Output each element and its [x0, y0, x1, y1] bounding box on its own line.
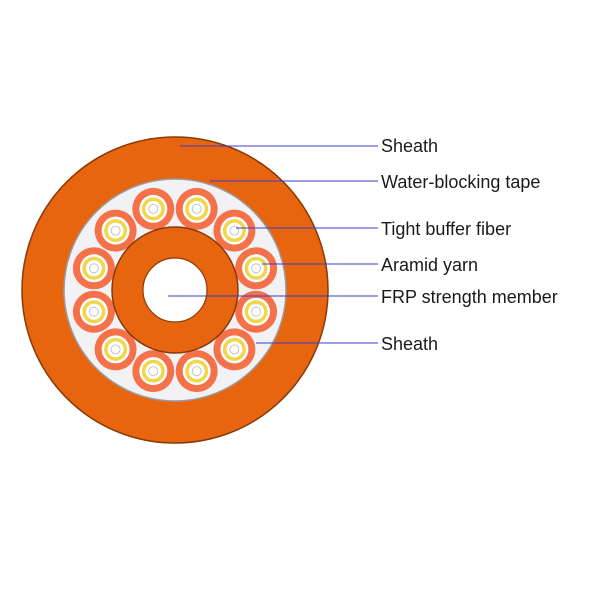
- fiber-layer: [110, 225, 121, 236]
- fiber-layer: [229, 225, 240, 236]
- fiber-layer: [148, 366, 159, 377]
- label-water-blocking-tape: Water-blocking tape: [381, 172, 540, 192]
- tight-buffer-fiber: [132, 350, 175, 393]
- label-outer-sheath: Sheath: [381, 136, 438, 156]
- fiber-layer: [191, 203, 202, 214]
- fiber-layer: [148, 203, 159, 214]
- fiber-layer: [251, 263, 262, 274]
- fiber-layer: [110, 344, 121, 355]
- tight-buffer-fiber: [94, 328, 137, 371]
- tight-buffer-fiber: [132, 187, 175, 230]
- tight-buffer-fiber: [235, 290, 278, 333]
- label-tight-buffer-fiber: Tight buffer fiber: [381, 219, 511, 239]
- frp-strength-member: [142, 257, 208, 323]
- tight-buffer-fiber: [213, 209, 256, 252]
- fiber-layer: [191, 366, 202, 377]
- tight-buffer-fiber: [213, 328, 256, 371]
- leader-lines: [168, 145, 378, 344]
- tight-buffer-fibers: [72, 187, 278, 393]
- label-frp-strength-member: FRP strength member: [381, 287, 558, 307]
- tight-buffer-fiber: [175, 350, 218, 393]
- label-aramid-yarn: Aramid yarn: [381, 255, 478, 275]
- tight-buffer-fiber: [175, 187, 218, 230]
- fiber-layer: [89, 306, 99, 317]
- tight-buffer-fiber: [94, 209, 137, 252]
- tight-buffer-fiber: [72, 247, 115, 290]
- fiber-layer: [251, 306, 262, 317]
- label-inner-sheath: Sheath: [381, 334, 438, 354]
- fiber-layer: [229, 344, 240, 355]
- tight-buffer-fiber: [235, 247, 278, 290]
- fiber-layer: [89, 263, 99, 274]
- tight-buffer-fiber: [72, 290, 115, 333]
